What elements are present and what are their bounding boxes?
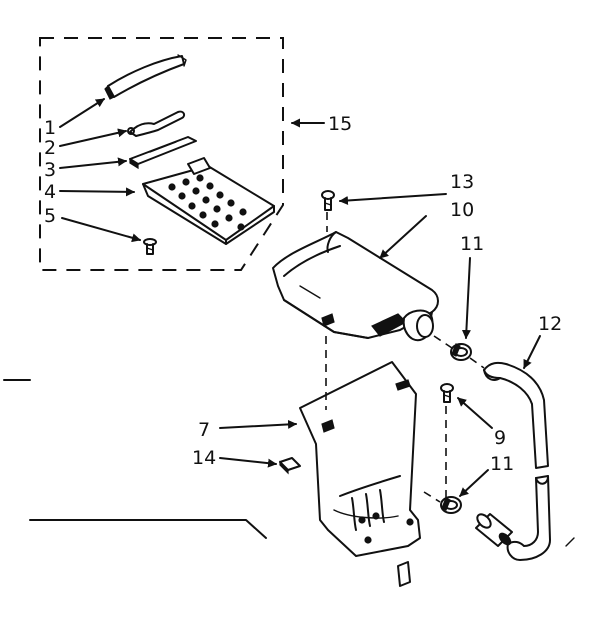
leader-4 — [59, 187, 135, 197]
tray-holes — [168, 174, 247, 231]
leader-13 — [339, 193, 447, 205]
stray-mark-right — [565, 537, 575, 547]
part-4-tray — [142, 157, 275, 245]
callout-11-lower: 11 — [490, 453, 514, 475]
callout-1: 1 — [44, 117, 56, 139]
callout-5: 5 — [44, 205, 56, 227]
leader-10 — [379, 215, 427, 259]
part-11-clamp-upper — [450, 343, 472, 361]
leader-2 — [59, 128, 127, 147]
alignment-line-clamp-lower — [423, 491, 441, 503]
part-10-dispenser-housing — [272, 231, 439, 342]
leader-1 — [59, 98, 105, 128]
part-1-cover — [104, 54, 187, 100]
callout-4: 4 — [44, 181, 56, 203]
assembly-box — [39, 37, 284, 271]
callout-10: 10 — [450, 199, 474, 221]
callout-7: 7 — [198, 419, 210, 441]
callout-9: 9 — [494, 427, 506, 449]
callout-15: 15 — [328, 113, 352, 135]
callout-12: 12 — [538, 313, 562, 335]
part-13-screw — [321, 190, 335, 211]
leader-14 — [219, 457, 277, 468]
part-9-screw — [440, 383, 454, 403]
part-5-screw — [143, 238, 157, 255]
leader-9 — [457, 397, 493, 429]
leader-12 — [523, 335, 541, 369]
connector-tube — [475, 513, 513, 547]
part-11-clamp-lower — [440, 496, 462, 514]
alignment-line-hose — [469, 357, 485, 369]
part-3-bracket — [129, 136, 197, 170]
stray-mark-bottom — [29, 519, 267, 539]
alignment-line-clamp-upper — [433, 335, 453, 349]
leader-11-upper — [461, 257, 471, 339]
part-7-bracket-plate — [299, 361, 421, 587]
callout-14: 14 — [192, 447, 216, 469]
callout-3: 3 — [44, 159, 56, 181]
part-2-spring-clip — [127, 110, 186, 137]
leader-7 — [219, 419, 297, 429]
callout-11-upper: 11 — [460, 233, 484, 255]
part-14-clip — [279, 457, 301, 475]
leader-11-lower — [459, 469, 489, 497]
callout-13: 13 — [450, 171, 474, 193]
leader-3 — [59, 157, 127, 169]
callout-2: 2 — [44, 137, 56, 159]
leader-5 — [61, 217, 141, 243]
